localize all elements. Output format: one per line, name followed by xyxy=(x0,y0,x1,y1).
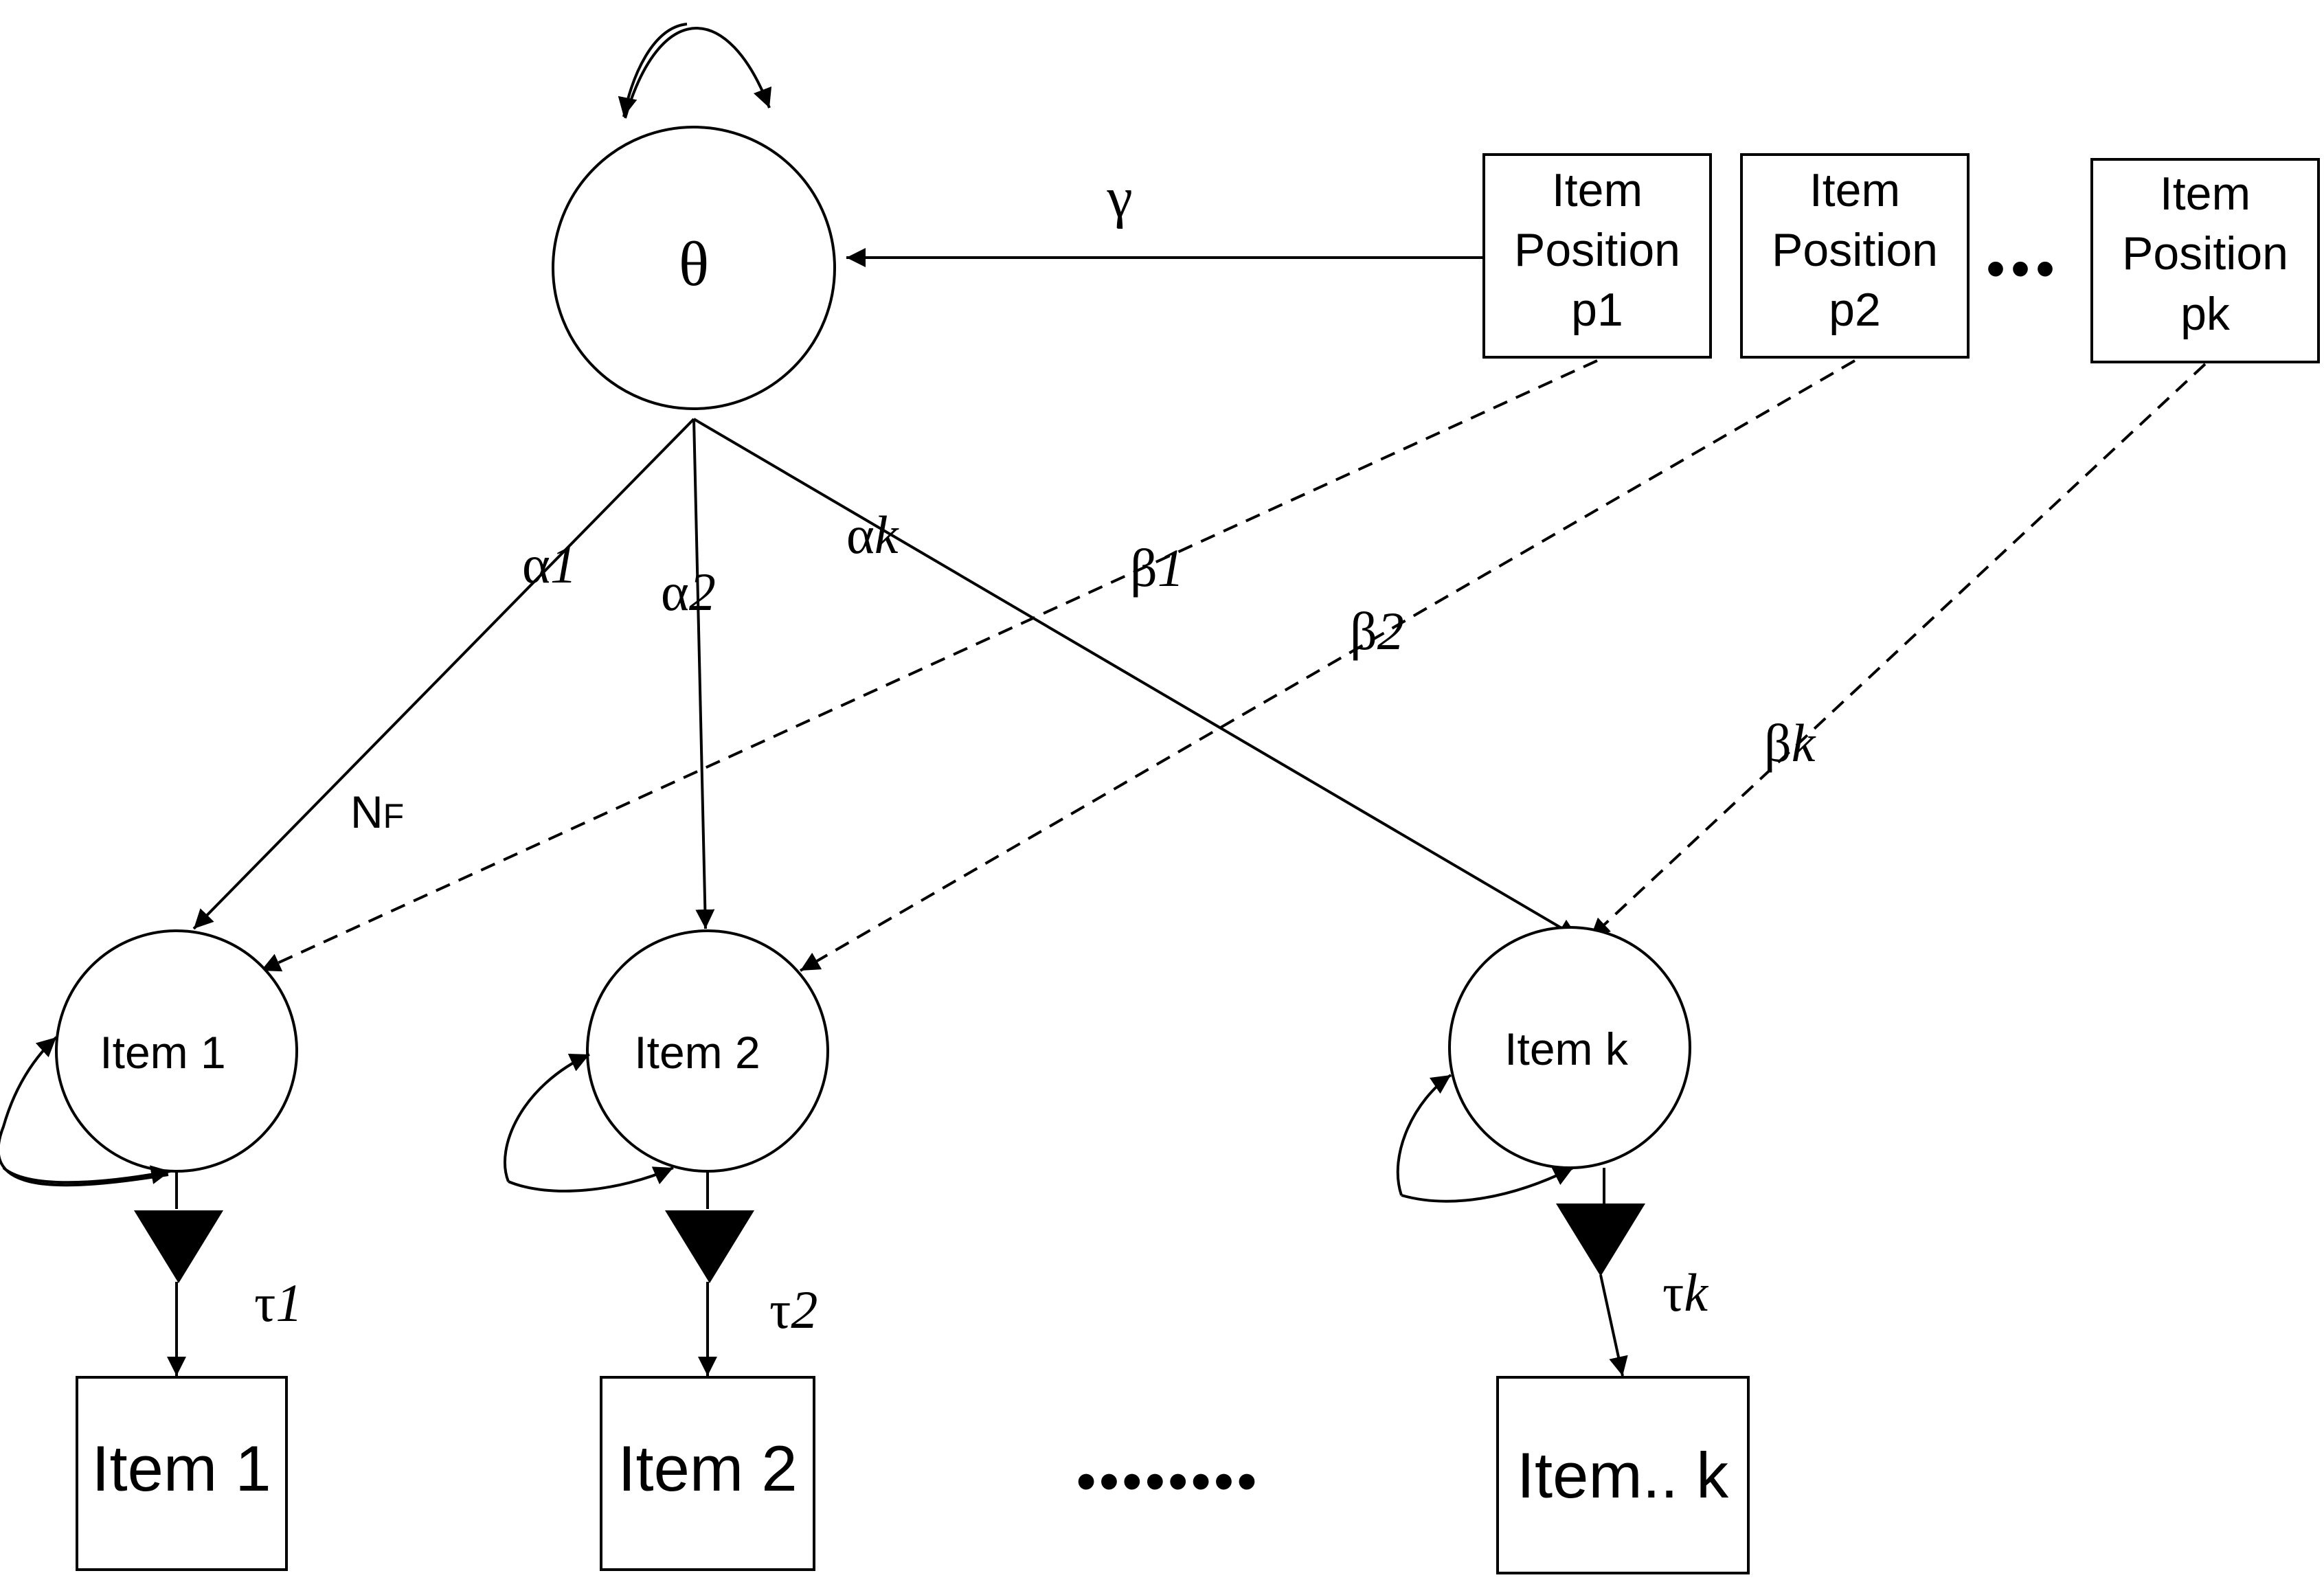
svg-text:τk: τk xyxy=(1662,1263,1708,1322)
alphak-greek: α xyxy=(846,505,875,565)
position-box-p1-line2: Position xyxy=(1514,224,1680,276)
svg-text:βk: βk xyxy=(1764,713,1816,773)
beta1-sub: 1 xyxy=(1158,538,1184,598)
item2-residual-loop-end xyxy=(508,1166,674,1193)
alpha1-greek: α xyxy=(522,534,550,594)
item1-residual-loop-end xyxy=(2,1165,171,1184)
svg-text:τ2: τ2 xyxy=(769,1280,817,1340)
item-observed-1-label: Item 1 xyxy=(91,1432,271,1504)
item-latent-1-label: Item 1 xyxy=(100,1027,225,1078)
position-box-p2-line3: p2 xyxy=(1829,284,1881,336)
theta-node: θ xyxy=(552,126,836,410)
tauk-sub: k xyxy=(1684,1263,1708,1322)
alphak-sub: k xyxy=(875,505,899,565)
svg-text:α2: α2 xyxy=(661,562,716,622)
theta-label: θ xyxy=(679,229,709,299)
tauk-greek: τ xyxy=(1662,1263,1684,1322)
threshold-marker-k xyxy=(1556,1204,1645,1276)
item-observed-2: Item 2 xyxy=(600,1376,815,1571)
position-box-p2-line2: Position xyxy=(1772,224,1938,276)
svg-text:αk: αk xyxy=(846,505,899,565)
svg-text:α1: α1 xyxy=(522,534,577,594)
observed-ellipsis: •••••••• xyxy=(1076,1449,1259,1513)
alpha1-sub: 1 xyxy=(550,534,577,594)
tau1-greek: τ xyxy=(254,1273,275,1333)
item-latent-2-label: Item 2 xyxy=(634,1027,760,1078)
svg-text:β1: β1 xyxy=(1130,538,1184,598)
position-box-pk-line3: pk xyxy=(2180,288,2231,340)
beta2-sub: 2 xyxy=(1377,601,1404,661)
item-observed-k: Item.. k xyxy=(1496,1376,1750,1574)
alphak-path xyxy=(692,418,1579,939)
position-box-p2: Item Position p2 xyxy=(1740,153,1970,359)
item-latent-2: Item 2 xyxy=(586,929,829,1173)
item-latent-k: Item k xyxy=(1448,926,1691,1169)
item2-residual-loop xyxy=(504,1053,590,1182)
alphak-label: αk xyxy=(846,505,899,565)
gamma-label: γ xyxy=(1106,166,1132,229)
position-box-pk-line1: Item xyxy=(2160,168,2250,220)
tau2-label: τ2 xyxy=(769,1280,817,1340)
itemk-residual-loop xyxy=(1396,1074,1452,1196)
position-box-p1-line3: p1 xyxy=(1571,284,1623,336)
theta-variance-loop xyxy=(624,27,772,119)
tau2-greek: τ xyxy=(769,1280,791,1340)
item-latent-k-label: Item k xyxy=(1504,1024,1629,1074)
alpha2-sub: 2 xyxy=(689,562,716,622)
position-box-pk: Item Position pk xyxy=(2090,158,2320,363)
beta2-path xyxy=(799,359,1856,972)
beta1-path xyxy=(260,359,1598,972)
item-latent-1: Item 1 xyxy=(55,929,298,1173)
tauk-label: τk xyxy=(1662,1263,1708,1322)
item1-residual-loop xyxy=(0,1036,169,1187)
position-box-pk-line2: Position xyxy=(2122,227,2288,280)
position-box-p1: Item Position p1 xyxy=(1482,153,1712,359)
alpha2-greek: α xyxy=(661,562,689,622)
alpha2-path xyxy=(692,418,715,929)
betak-path xyxy=(1589,363,2207,939)
beta1-greek: β xyxy=(1130,538,1158,598)
threshold-marker-2 xyxy=(665,1210,754,1283)
position-box-p1-line1: Item xyxy=(1552,164,1643,216)
theta-variance-loop-start xyxy=(618,23,688,117)
alpha2-label: α2 xyxy=(661,562,716,622)
nf-label: NF xyxy=(350,787,404,837)
betak-greek: β xyxy=(1764,713,1792,773)
tau1-sub: 1 xyxy=(275,1273,302,1333)
alpha1-path xyxy=(192,418,695,930)
item-observed-1: Item 1 xyxy=(76,1376,288,1571)
alpha1-label: α1 xyxy=(522,534,577,594)
betak-sub: k xyxy=(1792,713,1816,773)
item-observed-k-label: Item.. k xyxy=(1517,1439,1729,1511)
item-observed-2-label: Item 2 xyxy=(618,1432,797,1504)
beta1-label: β1 xyxy=(1130,538,1184,598)
tauk-path xyxy=(1599,1274,1628,1377)
beta2-label: β2 xyxy=(1350,601,1404,661)
nf-sub: F xyxy=(383,797,405,835)
nf-main: N xyxy=(350,787,383,837)
threshold-marker-1 xyxy=(134,1210,223,1283)
itemk-residual-loop-end xyxy=(1401,1166,1574,1203)
tau1-label: τ1 xyxy=(254,1273,302,1333)
position-box-p2-line1: Item xyxy=(1809,164,1900,216)
svg-text:τ1: τ1 xyxy=(254,1273,302,1333)
position-ellipsis: ••• xyxy=(1986,238,2060,299)
betak-label: βk xyxy=(1764,713,1816,773)
beta2-greek: β xyxy=(1350,601,1377,661)
tau2-sub: 2 xyxy=(791,1280,817,1340)
svg-text:β2: β2 xyxy=(1350,601,1404,661)
svg-text:NF: NF xyxy=(350,787,404,837)
